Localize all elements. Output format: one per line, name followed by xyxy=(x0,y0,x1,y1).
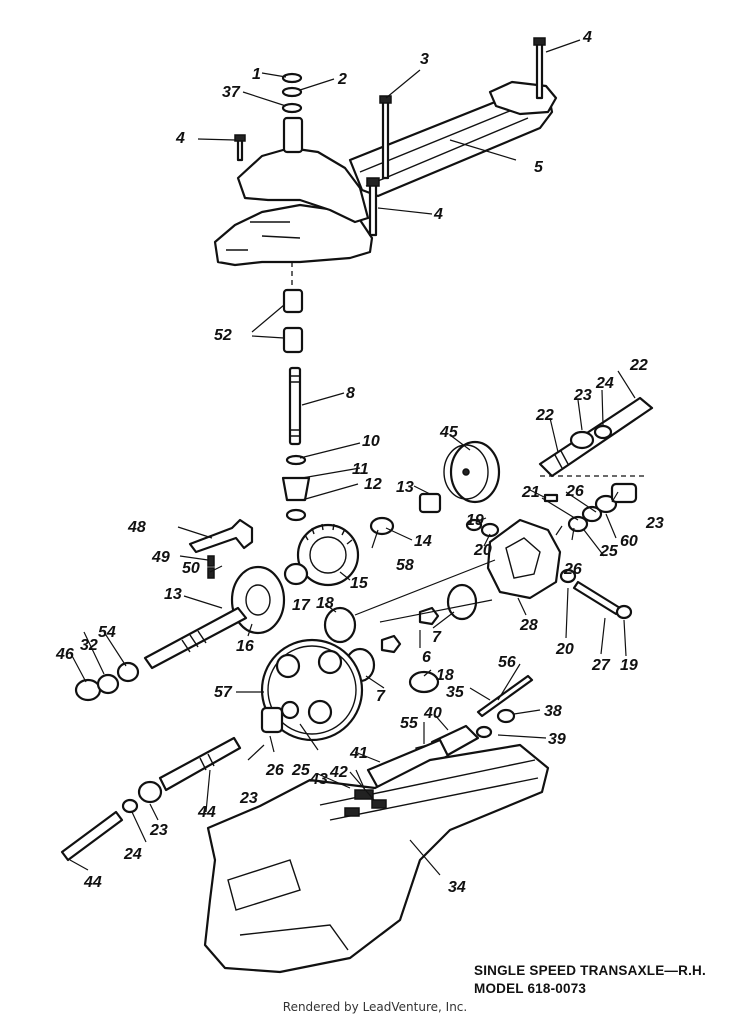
callout-4: 4 xyxy=(175,130,185,147)
right-axle-shaft xyxy=(538,396,654,478)
callout-45: 45 xyxy=(439,424,459,441)
callout-27: 27 xyxy=(591,657,611,674)
large-spur-gear-57 xyxy=(260,638,364,742)
callout-5: 5 xyxy=(534,159,544,176)
callout-26: 26 xyxy=(563,561,582,578)
callout-11: 11 xyxy=(352,461,369,478)
callout-43: 43 xyxy=(309,771,328,788)
callout-6: 6 xyxy=(422,649,431,666)
callout-20: 20 xyxy=(555,641,574,658)
callout-42: 42 xyxy=(329,764,348,781)
callout-13: 13 xyxy=(396,479,414,496)
callout-44: 44 xyxy=(83,874,102,891)
callout-2: 2 xyxy=(337,71,347,88)
caption-line-1: SINGLE SPEED TRANSAXLE—R.H. xyxy=(474,963,706,978)
callout-32: 32 xyxy=(80,637,98,654)
callout-23: 23 xyxy=(149,822,168,839)
bolts xyxy=(234,37,546,237)
callout-21: 21 xyxy=(521,484,540,501)
callout-50: 50 xyxy=(182,560,200,577)
spur-gear-16-with-shaft xyxy=(143,565,286,670)
callout-40: 40 xyxy=(423,705,442,722)
callout-17: 17 xyxy=(292,597,311,614)
upper-axle-housing xyxy=(213,80,558,267)
callout-23: 23 xyxy=(573,387,592,404)
render-credit: Rendered by LeadVenture, Inc. xyxy=(282,1000,468,1014)
callout-4: 4 xyxy=(582,29,592,46)
callout-19: 19 xyxy=(620,657,638,674)
lower-housing xyxy=(203,743,550,974)
callout-39: 39 xyxy=(548,731,566,748)
shift-fork xyxy=(188,518,254,579)
callout-38: 38 xyxy=(544,703,562,720)
left-bearing-stack xyxy=(74,661,140,702)
callout-44: 44 xyxy=(197,804,216,821)
leader-lines xyxy=(69,39,636,876)
callout-1: 1 xyxy=(252,66,261,83)
callout-19: 19 xyxy=(466,512,484,529)
callout-60: 60 xyxy=(620,533,638,550)
callout-57: 57 xyxy=(214,684,233,701)
callout-58: 58 xyxy=(396,557,414,574)
callout-22: 22 xyxy=(629,357,648,374)
lower-hardware xyxy=(366,674,534,790)
small-gear-17 xyxy=(283,562,309,586)
diagram-caption: SINGLE SPEED TRANSAXLE—R.H. MODEL 618-00… xyxy=(474,962,706,998)
bevel-gear-45 xyxy=(369,440,501,536)
callout-46: 46 xyxy=(55,646,74,663)
top-washers xyxy=(281,72,303,114)
callout-37: 37 xyxy=(222,84,241,101)
callout-56: 56 xyxy=(498,654,516,671)
callout-34: 34 xyxy=(448,879,466,896)
callout-26: 26 xyxy=(265,762,284,779)
callout-14: 14 xyxy=(414,533,432,550)
callout-24: 24 xyxy=(595,375,614,392)
callout-13: 13 xyxy=(164,586,182,603)
callout-24: 24 xyxy=(123,846,142,863)
callout-10: 10 xyxy=(362,433,380,450)
bevel-gear-15 xyxy=(296,523,360,587)
right-bearing-stack xyxy=(543,482,638,533)
callout-49: 49 xyxy=(151,549,170,566)
callout-25: 25 xyxy=(291,762,311,779)
callout-4: 4 xyxy=(433,206,443,223)
callout-41: 41 xyxy=(349,745,368,762)
callout-54: 54 xyxy=(98,624,116,641)
callout-numbers: 1 2 37 3 4 4 4 5 52 8 10 11 12 13 45 22 … xyxy=(55,29,664,896)
bushings-and-shaft xyxy=(282,288,304,446)
callout-52: 52 xyxy=(214,327,232,344)
callout-3: 3 xyxy=(420,51,429,68)
callout-18: 18 xyxy=(436,667,454,684)
callout-23: 23 xyxy=(645,515,664,532)
callout-16: 16 xyxy=(236,638,254,655)
differential-carrier xyxy=(465,518,633,620)
callout-48: 48 xyxy=(127,519,146,536)
callout-28: 28 xyxy=(519,617,538,634)
callout-35: 35 xyxy=(446,684,465,701)
callout-7: 7 xyxy=(432,629,442,646)
callout-15: 15 xyxy=(350,575,369,592)
callout-7: 7 xyxy=(376,688,386,705)
callout-18: 18 xyxy=(316,595,334,612)
callout-20: 20 xyxy=(473,542,492,559)
upper-pinion-stack xyxy=(281,454,311,522)
callout-8: 8 xyxy=(346,385,355,402)
caption-line-2: MODEL 618-0073 xyxy=(474,981,587,996)
callout-55: 55 xyxy=(400,715,419,732)
lower-axle-shaft xyxy=(60,736,242,862)
callout-25: 25 xyxy=(599,543,619,560)
callout-23: 23 xyxy=(239,790,258,807)
callout-12: 12 xyxy=(364,476,382,493)
callout-22: 22 xyxy=(535,407,554,424)
callout-26: 26 xyxy=(565,483,584,500)
